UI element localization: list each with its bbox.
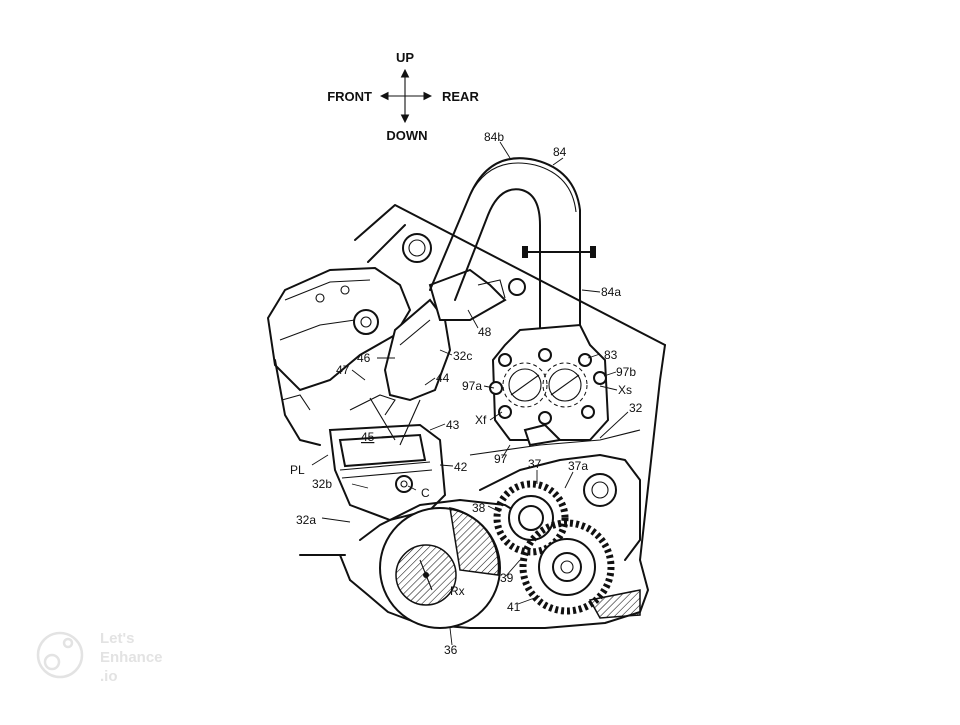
watermark-line2: Enhance — [100, 649, 163, 666]
direction-front: FRONT — [327, 89, 372, 104]
frame-outline — [299, 204, 666, 629]
label-39: 39 — [500, 571, 514, 585]
watermark-line3: .io — [100, 668, 118, 685]
label-32b: 32b — [312, 477, 332, 491]
label-44: 44 — [436, 371, 450, 385]
exhaust-pipe — [429, 157, 596, 331]
label-84: 84 — [553, 145, 567, 159]
label-83: 83 — [604, 348, 618, 362]
label-38: 38 — [472, 501, 486, 515]
label-47: 47 — [336, 363, 350, 377]
label-84a: 84a — [601, 285, 621, 299]
label-46: 46 — [357, 351, 371, 365]
label-Xf: Xf — [475, 413, 487, 427]
crankcase — [359, 499, 531, 629]
direction-up: UP — [396, 50, 414, 65]
intake-port — [383, 268, 526, 402]
cylinder-head — [266, 266, 412, 446]
label-48: 48 — [478, 325, 492, 339]
direction-down: DOWN — [386, 128, 427, 143]
label-PL: PL — [290, 463, 305, 477]
case-outline-right — [469, 429, 641, 561]
gear-train — [493, 473, 641, 619]
label-41: 41 — [507, 600, 521, 614]
watermark: Let's Enhance .io — [36, 630, 163, 685]
reference-labels: 84b 84 84a 48 32c 46 47 44 83 97a 97b Xs… — [290, 130, 643, 657]
duct-element — [402, 233, 432, 263]
label-36: 36 — [444, 643, 458, 657]
watermark-logo-icon — [36, 631, 84, 679]
label-32c: 32c — [453, 349, 472, 363]
label-32a: 32a — [296, 513, 316, 527]
label-37a: 37a — [568, 459, 588, 473]
label-45: 45 — [361, 430, 375, 444]
leader-lines — [311, 141, 629, 646]
label-C: C — [421, 486, 430, 500]
label-42: 42 — [454, 460, 468, 474]
label-37: 37 — [528, 457, 542, 471]
label-Xs: Xs — [618, 383, 632, 397]
label-97: 97 — [494, 452, 508, 466]
label-97a: 97a — [462, 379, 482, 393]
label-97b: 97b — [616, 365, 636, 379]
watermark-line1: Let's — [100, 630, 134, 647]
label-Rx: Rx — [450, 584, 465, 598]
throttle-body — [489, 323, 610, 447]
label-32: 32 — [629, 401, 643, 415]
label-43: 43 — [446, 418, 460, 432]
label-84b: 84b — [484, 130, 504, 144]
cylinder-block — [328, 394, 447, 522]
direction-compass: UP DOWN FRONT REAR — [327, 50, 479, 143]
direction-rear: REAR — [442, 89, 479, 104]
